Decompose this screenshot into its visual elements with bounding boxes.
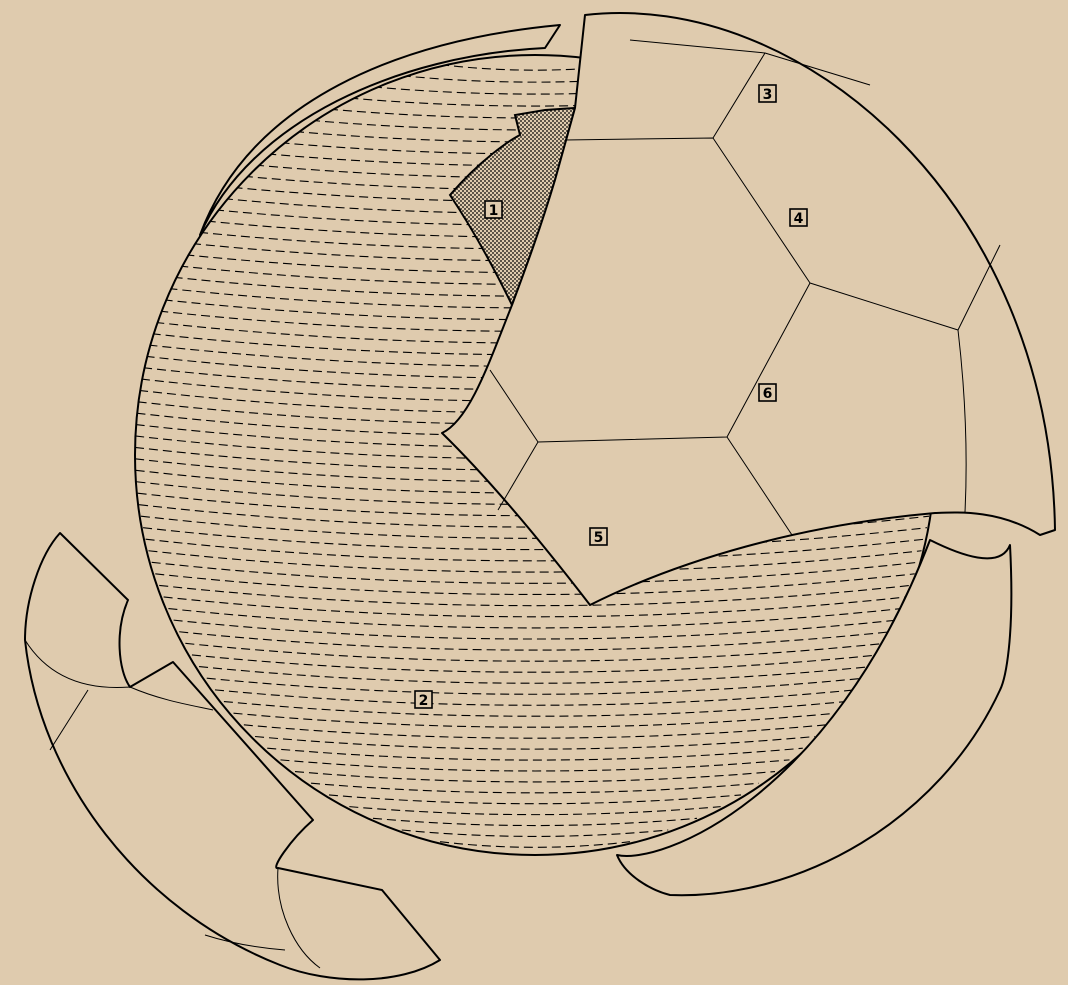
label-1: 1 (485, 201, 502, 219)
label-2: 2 (415, 691, 432, 709)
label-4-text: 4 (794, 211, 804, 227)
label-5-text: 5 (594, 530, 604, 546)
label-1-text: 1 (489, 203, 499, 219)
label-5: 5 (590, 528, 607, 546)
label-3: 3 (759, 85, 776, 103)
label-2-text: 2 (419, 693, 429, 709)
label-6: 6 (759, 384, 776, 402)
label-6-text: 6 (763, 386, 773, 402)
label-4: 4 (790, 209, 807, 227)
label-3-text: 3 (763, 87, 773, 103)
